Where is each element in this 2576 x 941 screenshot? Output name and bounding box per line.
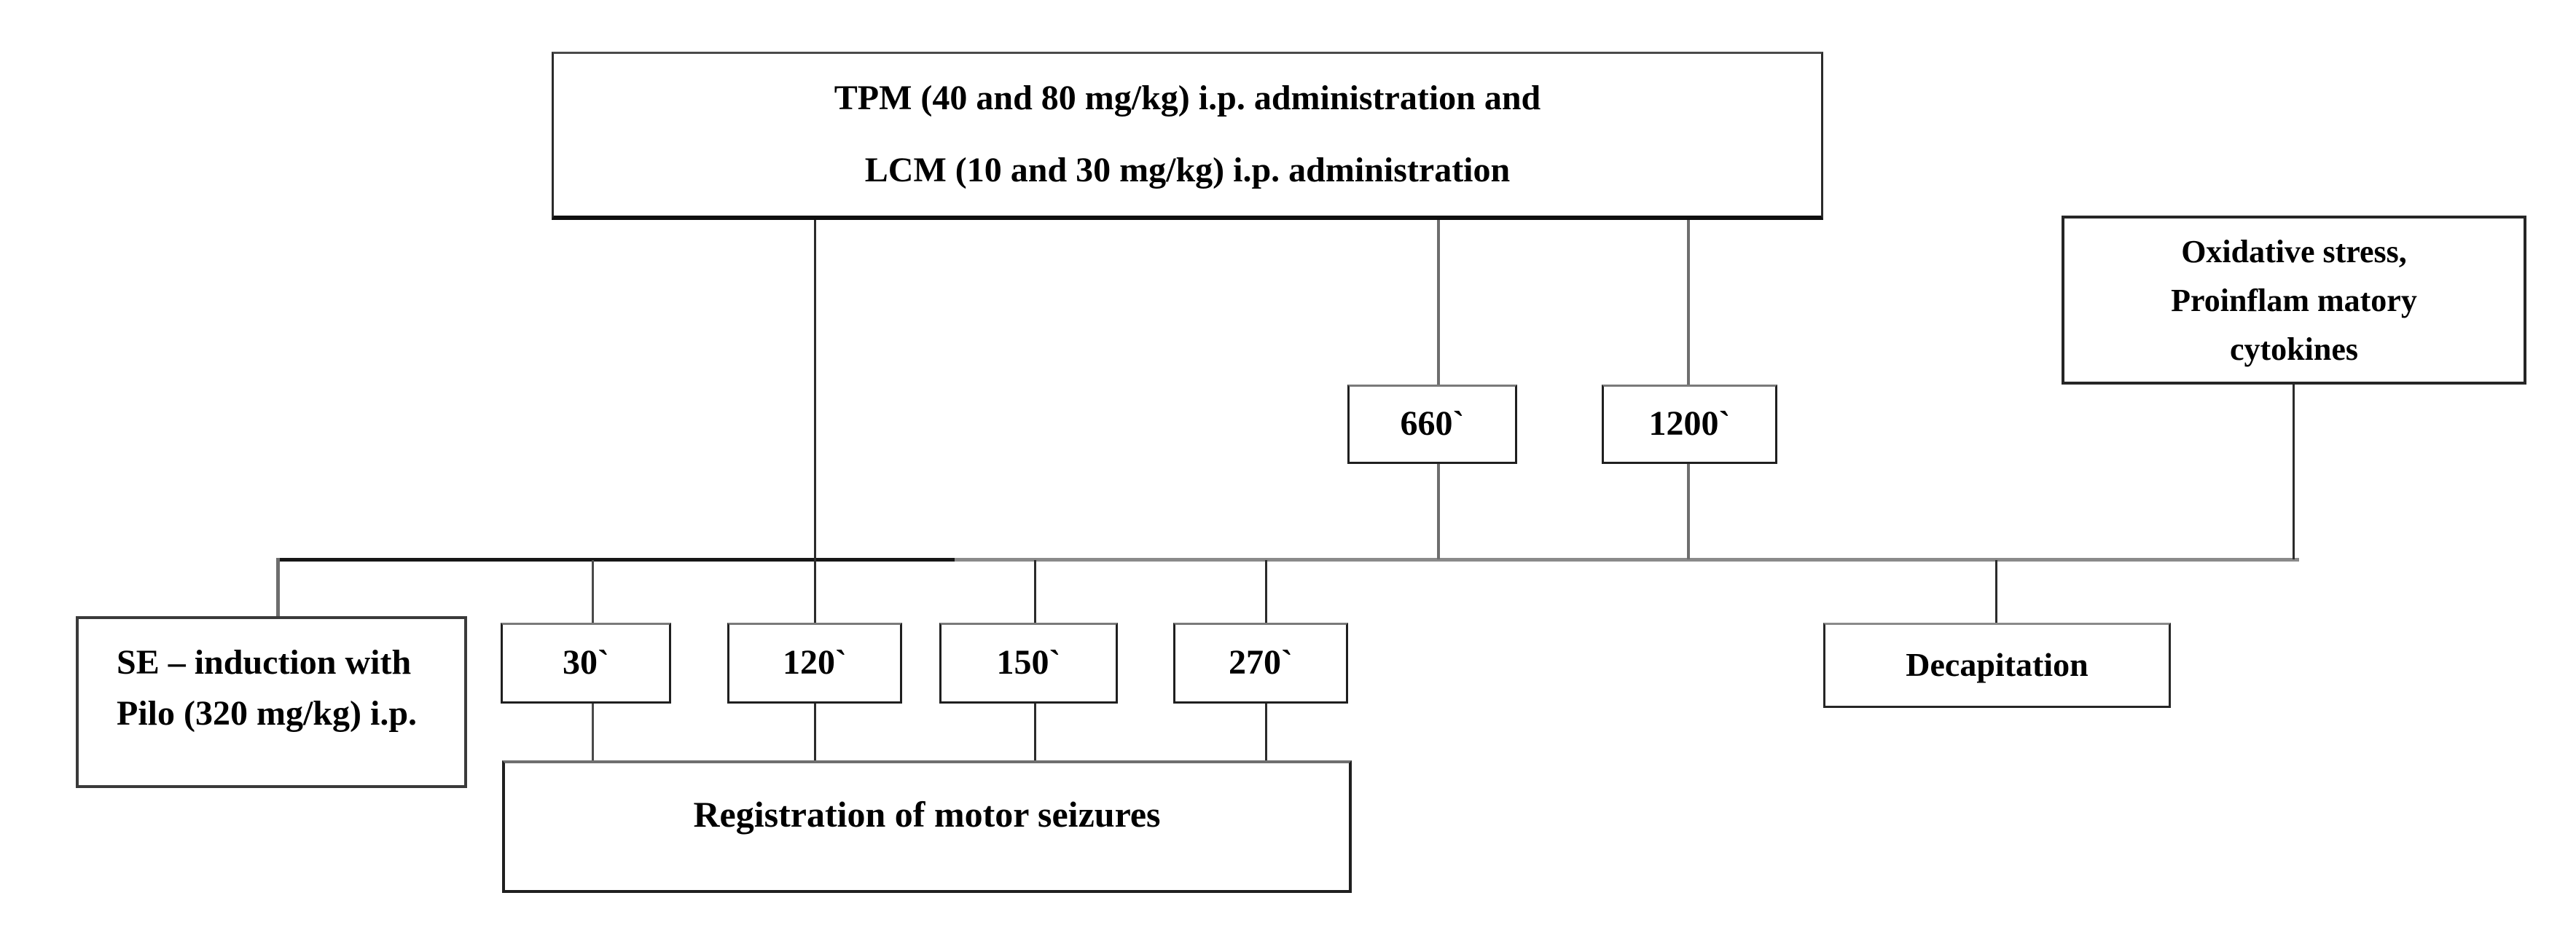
decapitation-box: Decapitation [1823,623,2171,708]
timepoint-1200-label: 1200` [1648,404,1731,444]
se-induction-box: SE – induction with Pilo (320 mg/kg) i.p… [76,616,467,788]
analysis-line-1: Oxidative stress, [2181,233,2407,269]
registration-motor-seizures-box: Registration of motor seizures [502,760,1352,893]
se-line-1: SE – induction with [117,643,412,682]
timepoint-120-box: 120` [727,623,902,704]
connector-150-box-to-registration [1034,704,1036,760]
connector-timeline-to-150-box [1034,560,1036,623]
analysis-line-3: cytokines [2230,331,2358,367]
connector-timeline-to-30-box [592,560,594,623]
se-line-2: Pilo (320 mg/kg) i.p. [117,694,418,733]
timepoint-30-label: 30` [563,643,609,682]
treatment-line-1: TPM (40 and 80 mg/kg) i.p. administratio… [834,79,1541,118]
connector-treatment-to-120-box [814,220,816,624]
connector-analysis-box-to-timeline [2293,385,2295,559]
connector-treatment-to-660-box [1437,220,1440,385]
connector-270-box-to-registration [1265,704,1267,760]
treatment-administration-box: TPM (40 and 80 mg/kg) i.p. administratio… [552,52,1823,220]
connector-1200-box-to-timeline [1687,464,1690,559]
timepoint-1200-box: 1200` [1602,385,1777,464]
connector-treatment-to-1200-box [1687,220,1690,385]
timepoint-270-box: 270` [1173,623,1348,704]
connector-timeline-to-se-box [276,558,280,618]
timepoint-150-box: 150` [939,623,1118,704]
analysis-line-2: Proinflam matory [2171,282,2417,318]
timepoint-30-box: 30` [501,623,671,704]
connector-120-box-to-registration [814,704,816,760]
timeline-line-left-segment [276,558,955,562]
connector-timeline-to-decapitation-box [1995,560,1997,623]
timepoint-660-label: 660` [1400,404,1465,444]
connector-30-box-to-registration [592,704,594,760]
timeline-line-right-segment [955,558,2299,562]
connector-timeline-to-270-box [1265,560,1267,623]
timepoint-120-label: 120` [783,643,847,682]
oxidative-stress-cytokines-box: Oxidative stress, Proinflam matory cytok… [2062,216,2526,385]
treatment-line-2: LCM (10 and 30 mg/kg) i.p. administratio… [864,151,1511,189]
timepoint-150-label: 150` [996,643,1061,682]
decapitation-label: Decapitation [1906,646,2088,684]
timepoint-270-label: 270` [1229,643,1293,682]
registration-label: Registration of motor seizures [693,793,1161,835]
connector-660-box-to-timeline [1437,464,1440,559]
timepoint-660-box: 660` [1347,385,1517,464]
